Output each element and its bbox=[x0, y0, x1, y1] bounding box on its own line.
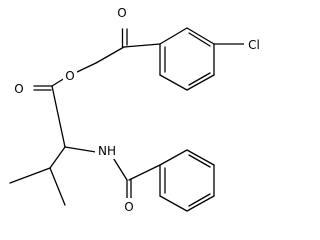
ring1-bond-1 bbox=[159, 27, 188, 45]
ring2-bond-2 bbox=[159, 195, 188, 212]
ester-ether-oxygen-label: O bbox=[65, 69, 74, 83]
ring2-bond-5 bbox=[186, 149, 215, 166]
bonds bbox=[9, 27, 245, 212]
ester-carbonyl-oxygen-bg bbox=[12, 80, 26, 96]
ring1-bond-5 bbox=[159, 74, 188, 91]
chlorophenyl-ring bbox=[159, 27, 215, 91]
alpha-nitrogen-bond bbox=[64, 146, 97, 153]
ch2-oxygen-bond bbox=[76, 62, 97, 73]
ring2-inner-2 bbox=[188, 193, 211, 207]
ring2-inner-3 bbox=[188, 154, 211, 168]
ring1-inner-3 bbox=[188, 72, 211, 86]
nitrogen-amide-carbon-bond bbox=[111, 155, 128, 181]
amide-carbonyl-oxygen-label: O bbox=[124, 200, 133, 214]
amide-nitrogen-label: NH bbox=[98, 144, 116, 158]
alpha-isopropyl-bond bbox=[49, 146, 66, 169]
ring-carbonyl-bond bbox=[123, 43, 161, 48]
isopropyl-methyl-down-bond bbox=[49, 167, 66, 206]
carbonyl-ch2-bond bbox=[95, 46, 125, 64]
ester-carbonyl-oxygen-label: O bbox=[14, 82, 23, 96]
ketone-oxygen-label: O bbox=[117, 6, 126, 20]
ring1-bond-4 bbox=[186, 74, 215, 91]
amide-nitrogen-bg bbox=[95, 143, 119, 159]
benzoyl-phenyl-ring bbox=[159, 149, 215, 212]
ring1-inner-1 bbox=[188, 32, 211, 47]
structural-formula: O O O NH O Cl bbox=[9, 3, 264, 214]
isopropyl-methyl-left-bond bbox=[9, 167, 51, 184]
ring1-bond-2 bbox=[186, 27, 215, 45]
chlorine-label: Cl bbox=[248, 38, 260, 52]
ester-oxygen-bg bbox=[63, 68, 77, 84]
chlorine-bg bbox=[244, 36, 264, 52]
oxygen-ester-carbon-bond bbox=[51, 77, 66, 87]
amide-oxygen-bg bbox=[122, 198, 136, 214]
amide-phenyl-bond bbox=[128, 164, 161, 181]
molecule-canvas: O O O NH O Cl bbox=[9, 3, 264, 214]
ester-alpha-bond bbox=[51, 85, 66, 148]
ketone-oxygen-bg bbox=[115, 3, 129, 21]
ring2-bond-3 bbox=[186, 195, 215, 212]
ring2-bond-6 bbox=[159, 149, 188, 166]
atom-labels: O O O NH O Cl bbox=[12, 3, 264, 214]
